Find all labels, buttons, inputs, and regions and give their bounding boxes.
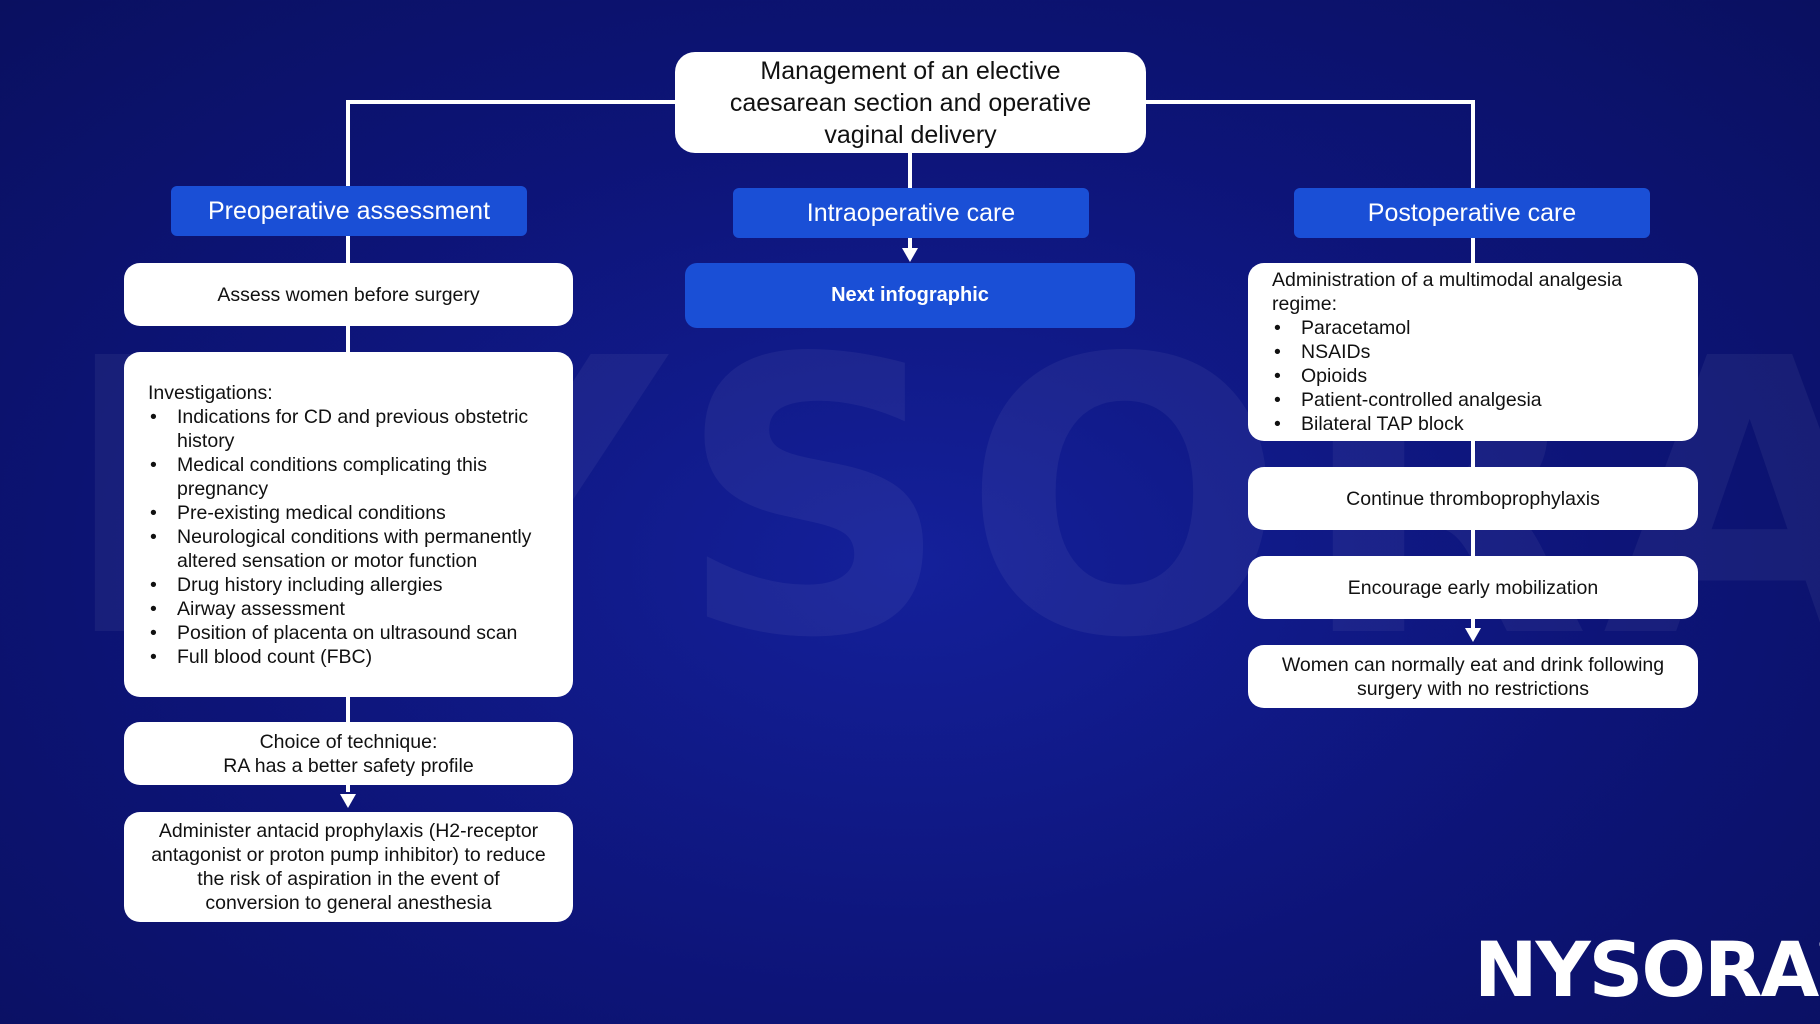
technique-line2: RA has a better safety profile (223, 754, 474, 777)
technique-box: Choice of technique: RA has a better saf… (124, 722, 573, 785)
connector-title-left (346, 100, 675, 186)
investigation-item: Indications for CD and previous obstetri… (148, 405, 549, 453)
diagram-title: Management of an elective caesarean sect… (675, 52, 1146, 153)
thromboprophylaxis-text: Continue thromboprophylaxis (1346, 487, 1600, 510)
arrowhead-center (902, 248, 918, 262)
analgesia-list: Paracetamol NSAIDs Opioids Patient-contr… (1272, 316, 1674, 436)
investigation-item: Position of placenta on ultrasound scan (148, 621, 549, 645)
preoperative-header-label: Preoperative assessment (207, 196, 491, 225)
diagram-title-text: Management of an elective caesarean sect… (729, 56, 1092, 149)
technique-line1: Choice of technique: (259, 730, 438, 753)
investigations-heading: Investigations: (148, 381, 273, 404)
analgesia-box: Administration of a multimodal analgesia… (1248, 263, 1698, 441)
nysora-logo: NYSORA® (1474, 925, 1820, 1014)
postoperative-header: Postoperative care (1294, 188, 1650, 238)
investigation-item: Drug history including allergies (148, 573, 549, 597)
analgesia-item: Paracetamol (1272, 316, 1674, 340)
antacid-text: Administer antacid prophylaxis (H2-recep… (151, 820, 546, 914)
mobilization-text: Encourage early mobilization (1347, 576, 1599, 599)
analgesia-item: Patient-controlled analgesia (1272, 388, 1674, 412)
analgesia-item: NSAIDs (1272, 340, 1674, 364)
analgesia-item: Bilateral TAP block (1272, 412, 1674, 436)
connector-title-right (1146, 100, 1475, 188)
arrowhead-right (1465, 628, 1481, 642)
preoperative-header: Preoperative assessment (171, 186, 527, 236)
assess-women-box: Assess women before surgery (124, 263, 573, 326)
investigation-item: Airway assessment (148, 597, 549, 621)
assess-women-text: Assess women before surgery (217, 283, 480, 306)
arrowhead-left (340, 794, 356, 808)
mobilization-box: Encourage early mobilization (1248, 556, 1698, 619)
intraoperative-header: Intraoperative care (733, 188, 1089, 238)
investigation-item: Neurological conditions with permanently… (148, 525, 549, 573)
investigations-list: Indications for CD and previous obstetri… (148, 405, 549, 669)
eat-drink-box: Women can normally eat and drink followi… (1248, 645, 1698, 708)
thromboprophylaxis-box: Continue thromboprophylaxis (1248, 467, 1698, 530)
next-infographic-label: Next infographic (831, 284, 989, 306)
investigations-box: Investigations: Indications for CD and p… (124, 352, 573, 697)
next-infographic-button[interactable]: Next infographic (685, 263, 1135, 328)
analgesia-heading: Administration of a multimodal analgesia… (1272, 269, 1623, 315)
antacid-box: Administer antacid prophylaxis (H2-recep… (124, 812, 573, 922)
investigation-item: Medical conditions complicating this pre… (148, 453, 549, 501)
investigation-item: Pre-existing medical conditions (148, 501, 549, 525)
intraoperative-header-label: Intraoperative care (806, 198, 1016, 227)
investigation-item: Full blood count (FBC) (148, 645, 549, 669)
eat-drink-text: Women can normally eat and drink followi… (1281, 653, 1665, 700)
analgesia-item: Opioids (1272, 364, 1674, 388)
postoperative-header-label: Postoperative care (1367, 198, 1577, 227)
